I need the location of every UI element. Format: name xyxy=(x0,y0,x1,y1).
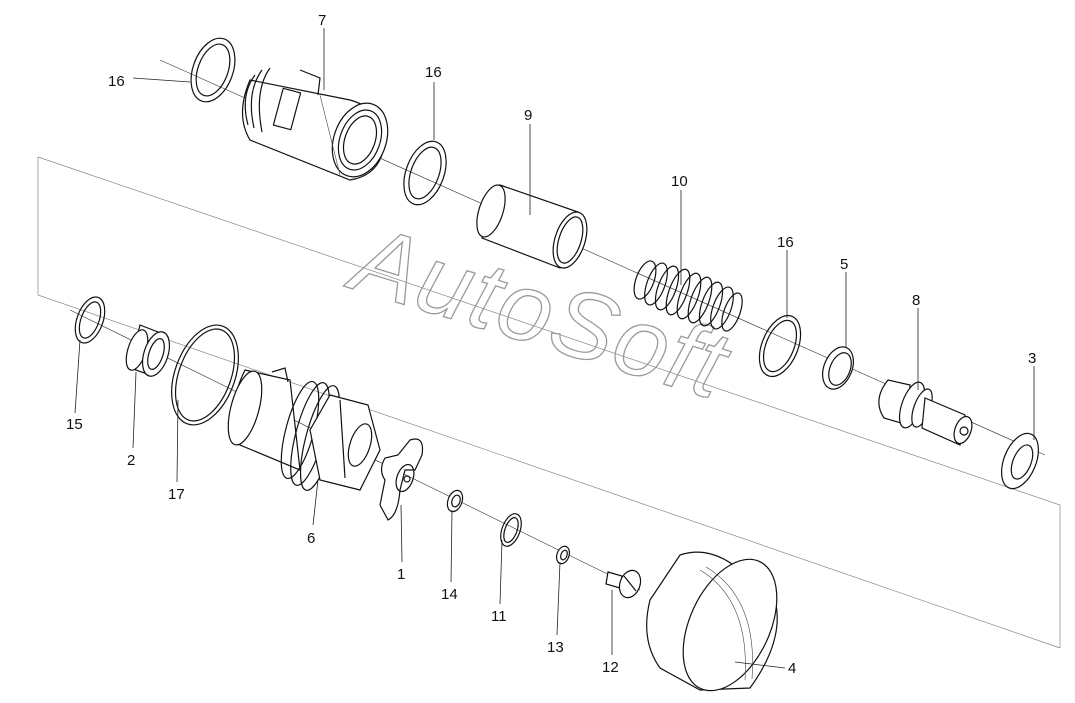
part-2-bushing xyxy=(125,324,171,377)
part-1-wing-nut xyxy=(379,438,424,521)
label-part-16-left: 16 xyxy=(108,73,125,90)
label-part-13: 13 xyxy=(547,639,564,656)
label-part-7: 7 xyxy=(318,12,326,29)
part-6-housing xyxy=(227,367,381,491)
label-part-4: 4 xyxy=(788,660,796,677)
leader-lines xyxy=(74,28,1035,669)
part-11-circlip xyxy=(500,513,522,547)
label-part-16-right: 16 xyxy=(777,234,794,251)
label-part-3: 3 xyxy=(1028,350,1036,367)
label-part-2: 2 xyxy=(127,452,135,469)
label-part-6: 6 xyxy=(307,530,315,547)
label-part-1: 1 xyxy=(397,566,405,583)
part-8-valve-stem xyxy=(878,379,973,446)
part-14-washer xyxy=(446,489,464,513)
part-10-spring xyxy=(633,260,743,332)
label-part-11: 11 xyxy=(491,608,507,625)
part-16-ring-upper-left xyxy=(190,37,236,103)
label-part-17: 17 xyxy=(168,486,185,503)
part-15-ring xyxy=(74,296,106,344)
label-part-8: 8 xyxy=(912,292,920,309)
part-16-ring-middle xyxy=(403,140,447,206)
label-part-16-middle: 16 xyxy=(425,64,442,81)
label-part-9: 9 xyxy=(524,107,532,124)
part-16-ring-right xyxy=(758,314,802,378)
part-5-washer xyxy=(822,346,854,390)
label-part-5: 5 xyxy=(840,256,848,273)
assembly-frame xyxy=(37,156,1061,649)
part-4-cap xyxy=(646,551,778,692)
part-9-tube xyxy=(476,184,588,269)
part-7-threaded-sleeve xyxy=(241,67,389,181)
label-part-15: 15 xyxy=(66,416,83,433)
part-12-screw xyxy=(605,569,642,599)
label-part-14: 14 xyxy=(441,586,458,603)
label-part-12: 12 xyxy=(602,659,619,676)
part-3-washer xyxy=(1001,432,1039,490)
part-13-nut xyxy=(555,545,571,565)
part-17-o-ring xyxy=(171,324,239,426)
label-part-10: 10 xyxy=(671,173,688,190)
